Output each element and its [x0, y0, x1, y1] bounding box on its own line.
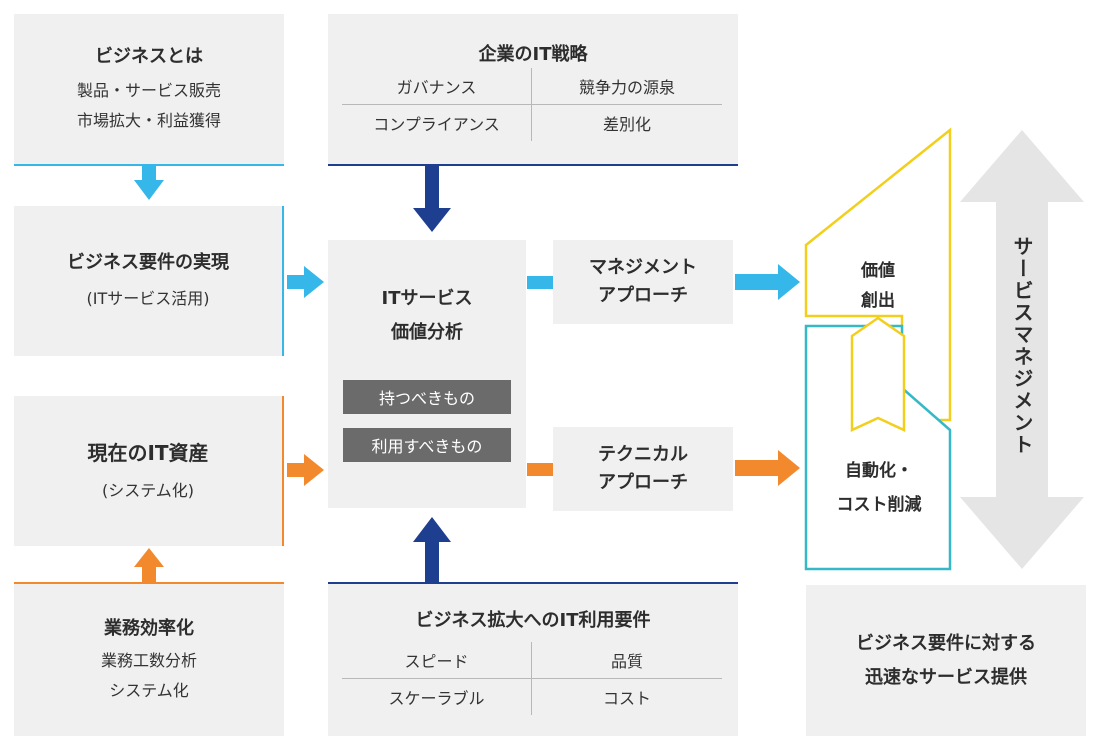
efficiency-box: 業務効率化 業務工数分析 システム化 [14, 582, 284, 736]
expansion-title: ビジネス拡大へのIT利用要件 [415, 610, 651, 631]
tag-should-own: 持つべきもの [343, 380, 511, 414]
arrow-right-technical-icon [735, 450, 800, 486]
strategy-cell: コンプライアンス [342, 105, 532, 141]
business-box: ビジネスとは 製品・サービス販売 市場拡大・利益獲得 [14, 14, 284, 166]
strategy-title: 企業のIT戦略 [478, 44, 588, 65]
strategy-cell: 競争力の源泉 [532, 68, 722, 105]
value-ribbon-shape [850, 316, 906, 432]
connector-technical [527, 463, 553, 476]
expansion-cell: コスト [602, 689, 651, 708]
strategy-grid: ガバナンス 競争力の源泉 コンプライアンス 差別化 [342, 68, 722, 141]
value-creation-label: 価値 創出 [838, 256, 918, 316]
expansion-cell: 品質 [532, 642, 722, 679]
management-line1: マネジメント [589, 257, 697, 278]
expansion-grid: スピード 品質 スケーラブル コスト [342, 642, 722, 715]
expansion-cell: スケーラブル [342, 679, 532, 715]
requirement-box: ビジネス要件の実現 (ITサービス活用) [14, 206, 284, 356]
efficiency-title: 業務効率化 [104, 618, 194, 639]
current-it-sub: (システム化) [101, 480, 194, 500]
business-line1: 製品・サービス販売 [76, 81, 221, 100]
technical-line1: テクニカル [598, 444, 688, 465]
delivery-line1: ビジネス要件に対する [856, 632, 1036, 654]
arrow-up-navy-icon [413, 517, 451, 584]
management-approach-box: マネジメント アプローチ [553, 240, 733, 324]
value-line1: 価値 [861, 261, 895, 281]
arrow-right-management-icon [735, 264, 800, 300]
delivery-box: ビジネス要件に対する 迅速なサービス提供 [806, 585, 1086, 736]
arrow-right-blue-icon [287, 266, 324, 298]
expansion-box: ビジネス拡大へのIT利用要件 [328, 582, 738, 736]
technical-approach-box: テクニカル アプローチ [553, 427, 733, 511]
technical-line2: アプローチ [598, 472, 688, 493]
value-line2: 創出 [861, 291, 895, 311]
requirement-title: ビジネス要件の実現 [67, 252, 229, 273]
current-it-title: 現在のIT資産 [87, 440, 209, 465]
requirement-sub: (ITサービス活用) [86, 289, 210, 308]
arrow-down-blue-icon [134, 166, 164, 200]
analysis-title-line2: 価値分析 [391, 322, 463, 343]
efficiency-line2: システム化 [109, 681, 189, 700]
automation-line2: コスト削減 [836, 495, 922, 515]
efficiency-line1: 業務工数分析 [100, 651, 197, 670]
tag-should-use: 利用すべきもの [343, 428, 511, 462]
analysis-title-line1: ITサービス [381, 288, 473, 309]
strategy-cell: 差別化 [602, 115, 651, 134]
analysis-box: ITサービス 価値分析 [328, 240, 526, 508]
strategy-cell: ガバナンス [342, 68, 532, 105]
management-line2: アプローチ [598, 285, 688, 306]
expansion-cell: スピード [342, 642, 532, 679]
arrow-up-orange-icon [134, 548, 164, 582]
connector-management [527, 276, 553, 289]
arrow-right-orange-icon [287, 454, 324, 486]
arrow-down-navy-icon [413, 166, 451, 232]
current-it-box: 現在のIT資産 (システム化) [14, 396, 284, 546]
business-title: ビジネスとは [95, 46, 203, 67]
automation-line1: 自動化・ [845, 461, 913, 481]
strategy-box: 企業のIT戦略 [328, 14, 738, 166]
service-management-label: サービスマネジメント [1010, 236, 1034, 456]
business-line2: 市場拡大・利益獲得 [76, 111, 221, 130]
double-arrow-icon [960, 130, 1084, 569]
automation-shape [804, 324, 952, 571]
automation-label: 自動化・ コスト削減 [812, 454, 946, 522]
delivery-line2: 迅速なサービス提供 [865, 666, 1027, 688]
